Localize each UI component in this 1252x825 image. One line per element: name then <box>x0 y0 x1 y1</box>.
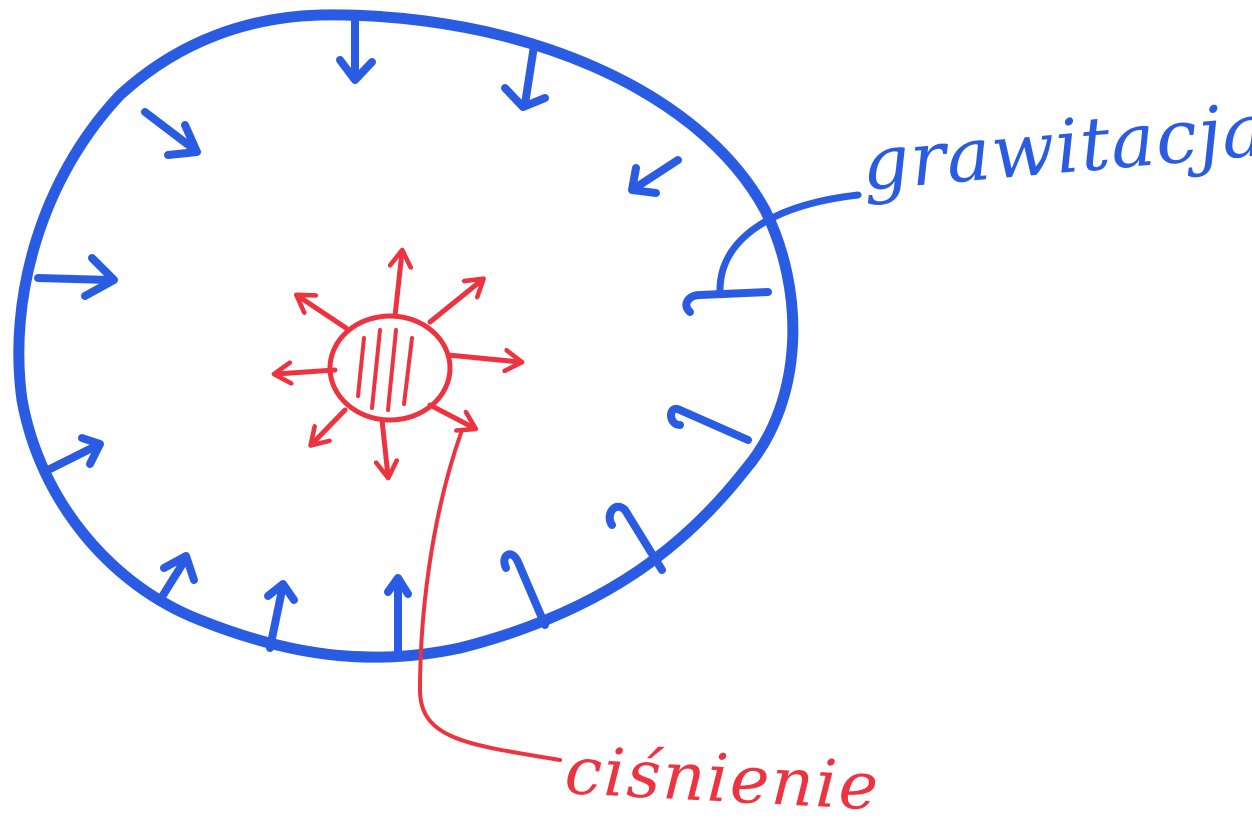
pressure-arrow-right <box>448 355 520 362</box>
gravity-arrow-right <box>686 292 768 312</box>
pressure-arrow-down <box>382 420 388 476</box>
star-boundary <box>19 15 793 657</box>
gravity-arrow-right-lower <box>671 409 748 440</box>
pressure-arrow-upper-right <box>430 280 482 322</box>
pressure-arrow-upper-left <box>298 296 346 328</box>
pressure-leader-line <box>420 430 560 760</box>
gravity-arrows <box>38 20 768 655</box>
pressure-label: ciśnienie <box>563 738 881 820</box>
pressure-arrow-up <box>395 252 402 316</box>
pressure-arrow-left <box>276 370 335 374</box>
core-hatching <box>358 330 412 410</box>
pressure-arrows <box>276 252 520 476</box>
gravity-arrow-upper-right <box>635 160 678 188</box>
pressure-arrow-lower-left <box>312 410 345 444</box>
pressure-arrow-lower-right <box>430 405 474 428</box>
gravity-arrow-lower-right-1 <box>610 507 662 570</box>
gravity-arrow-lower-right-2 <box>504 554 545 625</box>
gravity-arrow-left <box>38 278 110 280</box>
gravity-arrow-top-2 <box>525 46 534 104</box>
